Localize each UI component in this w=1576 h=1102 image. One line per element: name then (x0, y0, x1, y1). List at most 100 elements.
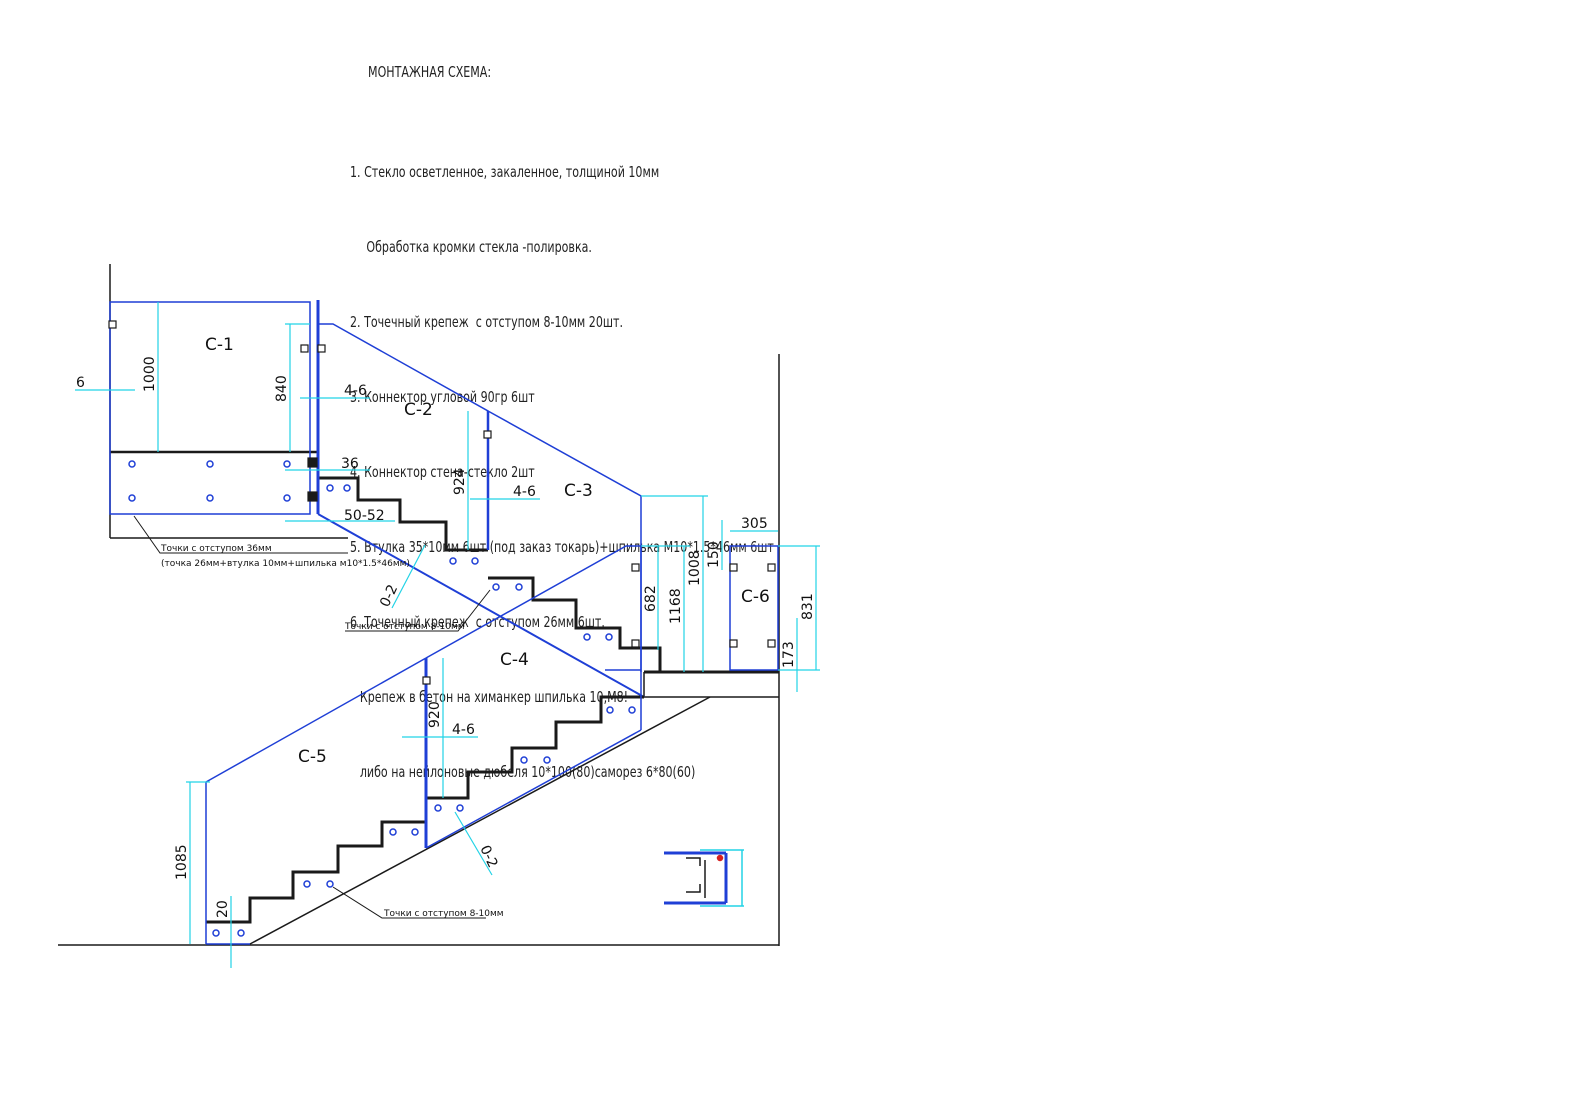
dim-0-2b: 0-2 (476, 843, 500, 870)
fixing-point (326, 880, 334, 888)
connector (483, 430, 492, 439)
upper-steps-1 (318, 476, 488, 552)
dim-50-52: 50-52 (344, 508, 385, 524)
notes-title: МОНТАЖНАЯ СХЕМА: (368, 63, 492, 81)
dim-0-2a: 0-2 (377, 582, 401, 609)
fixing-point (128, 460, 136, 468)
dim-1085: 1085 (174, 844, 190, 880)
fixing-point (303, 880, 311, 888)
lower-flight-stringer (249, 696, 711, 945)
panel-c5-bottom-edge (425, 729, 642, 849)
detail-hook-bottom (686, 884, 701, 893)
callout-leaders (133, 515, 491, 919)
dim-150: 150 (706, 541, 722, 568)
dim-1008: 1008 (687, 550, 703, 586)
panel-label-c1: С-1 (205, 335, 234, 355)
fixing-point (206, 494, 214, 502)
fixing-point (206, 460, 214, 468)
upper-flight-stringer (317, 513, 645, 698)
dim-0-2a-line (391, 544, 426, 609)
panel-label-c5: С-5 (298, 747, 327, 767)
panel-c4-outline (425, 545, 642, 730)
fixing-point (434, 804, 442, 812)
fixing-point (343, 484, 351, 492)
connector (307, 491, 318, 502)
connector (729, 563, 738, 572)
fixing-point (520, 756, 528, 764)
upper-steps-2 (488, 576, 662, 674)
panel-c3-outline (487, 410, 642, 672)
dim-4-6b: 4-6 (513, 484, 536, 500)
note-item-1b: Обработка кромки стекла -полировка. (366, 238, 592, 256)
fixing-points (128, 460, 636, 937)
panel-label-c3: С-3 (564, 481, 593, 501)
leader-points36 (133, 515, 348, 554)
connector (631, 563, 640, 572)
fixing-point (449, 557, 457, 565)
detail-red-mark (716, 854, 724, 862)
connector-detail (664, 849, 744, 907)
fixing-point (628, 706, 636, 714)
dim-173: 173 (781, 641, 797, 668)
panel-label-c4: С-4 (500, 650, 529, 670)
fixing-point (389, 828, 397, 836)
fixing-point (606, 706, 614, 714)
upper-flight-steps (318, 476, 662, 674)
connector (631, 639, 640, 648)
fixing-point (283, 494, 291, 502)
dim-6: 6 (76, 375, 85, 391)
dim-1000: 1000 (142, 356, 158, 392)
fixing-point (326, 484, 334, 492)
panel-c5-outline (205, 657, 427, 783)
leader-points810-upper (345, 589, 491, 632)
fixing-point (605, 633, 613, 641)
fixing-point (583, 633, 591, 641)
connector (300, 344, 309, 353)
dim-4-6a: 4-6 (344, 383, 367, 399)
dim-924: 924 (452, 468, 468, 495)
note-item-7: Крепеж в бетон на химанкер шпилька 10,М8… (359, 688, 629, 706)
connector (767, 639, 776, 648)
connector (729, 639, 738, 648)
dim-20: 20 (215, 900, 231, 918)
dim-920: 920 (427, 701, 443, 728)
fixing-point (471, 557, 479, 565)
dimension-lines (75, 302, 820, 968)
callout-points810-upper: Точки с отступом 8-10мм (344, 622, 465, 632)
panel-label-c6: С-6 (741, 587, 770, 607)
dim-0-2b-line (454, 811, 493, 876)
leader-points810-lower (332, 886, 486, 919)
connectors (108, 320, 776, 685)
connector (307, 457, 318, 468)
dim-831: 831 (800, 593, 816, 620)
fixing-point (283, 460, 291, 468)
dim-682: 682 (643, 585, 659, 612)
dim-840: 840 (274, 375, 290, 402)
callout-points36-line1: Точки с отступом 36мм (160, 544, 272, 554)
fixing-point (515, 583, 523, 591)
fixing-point (212, 929, 220, 937)
note-item-1: 1. Стекло осветленное, закаленное, толщи… (350, 163, 660, 181)
note-item-3: 3. Коннектор угловой 90гр 6шт (350, 388, 535, 406)
panel-c1-outline (109, 301, 311, 515)
fixing-point (411, 828, 419, 836)
fixing-point (492, 583, 500, 591)
dim-36: 36 (341, 456, 359, 472)
dim-1168: 1168 (668, 588, 684, 624)
connector (422, 676, 431, 685)
note-item-2: 2. Точечный крепеж с отступом 8-10мм 20ш… (350, 313, 623, 331)
fixing-point (543, 756, 551, 764)
fixing-point (128, 494, 136, 502)
panel-label-c2: С-2 (404, 400, 433, 420)
dim-4-6c: 4-6 (452, 722, 475, 738)
detail-hook-top (686, 857, 701, 866)
callout-points36-line2: (точка 26мм+втулка 10мм+шпилька м10*1.5*… (161, 559, 410, 569)
dim-305: 305 (741, 516, 768, 532)
connector (108, 320, 117, 329)
connector (767, 563, 776, 572)
callout-points810-lower: Точки с отступом 8-10мм (383, 909, 504, 919)
installation-notes: МОНТАЖНАЯ СХЕМА: 1. Стекло осветленное, … (350, 10, 774, 810)
panel-c6-outline (729, 545, 779, 671)
fixing-point (237, 929, 245, 937)
